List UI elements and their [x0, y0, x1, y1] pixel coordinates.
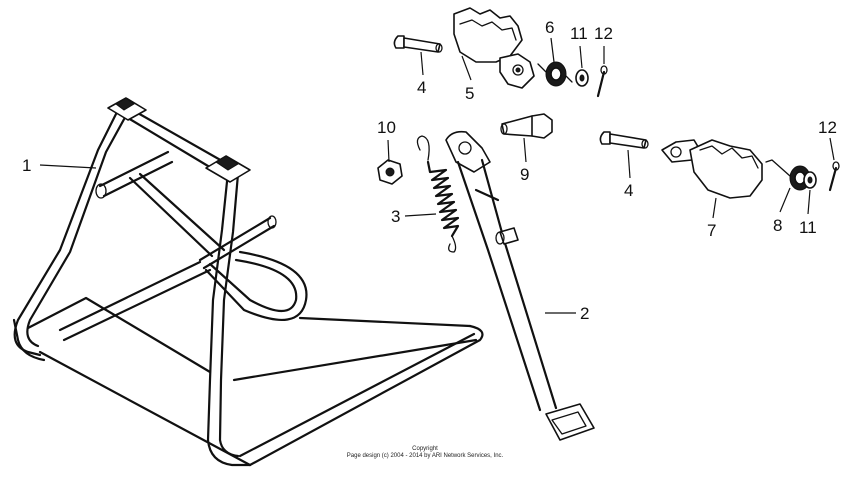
washer-lower	[803, 171, 817, 189]
callout-8: 8	[773, 216, 782, 235]
footpeg-lower	[661, 139, 763, 199]
callout-2: 2	[580, 304, 589, 323]
callout-4-lower: 4	[624, 181, 633, 200]
callout-7: 7	[707, 221, 716, 240]
callout-labels: 1 2 3 4 4 5 6 7 8 9 10 11 11 12 12	[22, 18, 837, 323]
footpeg-spring-lower	[765, 159, 811, 191]
callout-9: 9	[520, 165, 529, 184]
callout-12-lower: 12	[818, 118, 837, 137]
callout-11-upper: 11	[570, 24, 588, 43]
cotter-pin-lower	[828, 161, 840, 192]
callout-11-lower: 11	[799, 218, 817, 237]
pivot-bolt	[500, 113, 553, 139]
side-stand	[445, 130, 595, 441]
stand-frame	[12, 97, 484, 467]
washer-upper	[575, 69, 589, 87]
callout-4-upper: 4	[417, 78, 426, 97]
pivot-nut	[377, 159, 403, 185]
callout-1: 1	[22, 156, 31, 175]
callout-6: 6	[545, 18, 554, 37]
footpeg-spring-upper	[537, 61, 573, 87]
cotter-pin-upper	[596, 65, 608, 98]
copyright-title: Copyright	[412, 446, 438, 452]
callout-12-upper: 12	[594, 24, 613, 43]
stand-spring	[416, 135, 460, 253]
callout-10: 10	[377, 118, 396, 137]
leader-lines	[39, 37, 835, 314]
copyright-notice: Copyright Page design (c) 2004 - 2014 by…	[0, 446, 850, 460]
callout-5: 5	[465, 84, 474, 103]
footpeg-upper	[453, 7, 535, 89]
footpeg-pin-lower	[599, 131, 649, 149]
callout-3: 3	[391, 207, 400, 226]
footpeg-pin-upper	[393, 35, 443, 53]
copyright-text: Page design (c) 2004 - 2014 by ARI Netwo…	[346, 453, 504, 459]
